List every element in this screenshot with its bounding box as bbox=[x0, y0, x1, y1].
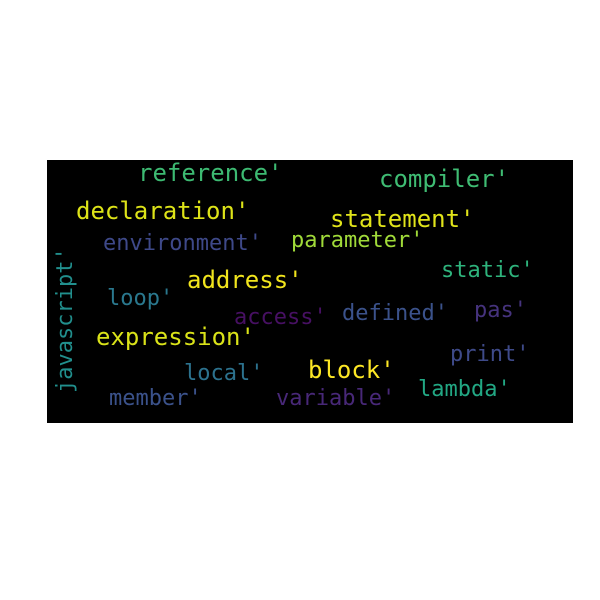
word-defined: defined' bbox=[342, 301, 448, 326]
word-variable: variable' bbox=[276, 386, 396, 411]
word-lambda: lambda' bbox=[418, 377, 511, 402]
word-static: static' bbox=[441, 258, 534, 283]
word-member: member' bbox=[109, 386, 202, 411]
word-print: print' bbox=[450, 342, 530, 367]
word-declaration: declaration' bbox=[76, 197, 250, 225]
word-environment: environment' bbox=[103, 231, 262, 256]
word-reference: reference' bbox=[138, 160, 283, 187]
word-loop: loop' bbox=[107, 286, 174, 311]
word-expression: expression' bbox=[96, 323, 255, 351]
word-cloud: reference' compiler' declaration' statem… bbox=[47, 160, 573, 423]
word-parameter: parameter' bbox=[291, 228, 424, 253]
word-pas: pas' bbox=[474, 298, 527, 323]
word-local: local' bbox=[184, 361, 264, 386]
word-access: access' bbox=[234, 305, 327, 330]
word-statement: statement' bbox=[330, 205, 475, 233]
word-compiler: compiler' bbox=[379, 165, 510, 193]
word-javascript: javascript' bbox=[53, 247, 78, 393]
word-block: block' bbox=[308, 356, 395, 384]
word-address: address' bbox=[187, 266, 303, 294]
